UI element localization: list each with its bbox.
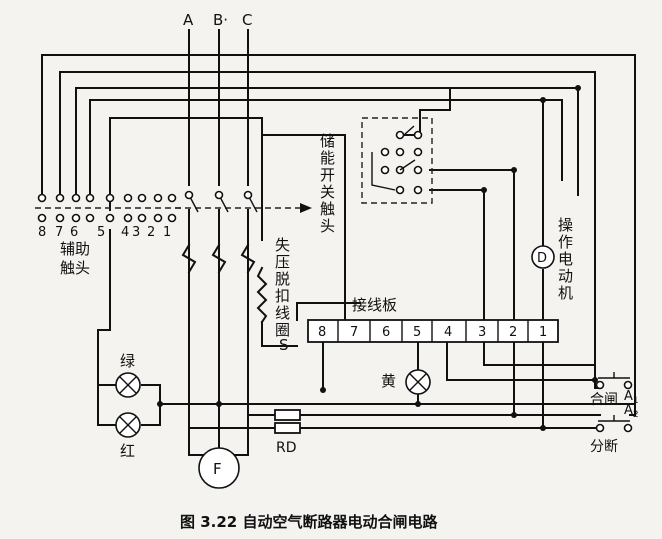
- motor-label: 操 作 电 动 机: [558, 216, 573, 302]
- lamp-green-label: 绿: [120, 352, 135, 370]
- motor-label-5: 机: [558, 284, 573, 302]
- aux-terminal-3: 3: [132, 225, 140, 240]
- control-wiring: [41, 54, 636, 431]
- operating-motor: D: [531, 245, 555, 269]
- lamp-red: 红: [115, 412, 141, 460]
- aux-terminal-6: 6: [70, 225, 78, 240]
- relay-label: F: [213, 460, 222, 478]
- lamp-yellow-label: 黄: [381, 372, 396, 390]
- phase-c-label: C: [242, 11, 252, 29]
- board-terminal-8: 8: [318, 325, 326, 340]
- motor-label-4: 动: [558, 267, 573, 285]
- undervoltage-coil: [256, 134, 298, 347]
- aux-terminal-5: 5: [97, 225, 105, 240]
- uv-label-5: 线: [275, 304, 290, 322]
- board-terminal-3: 3: [478, 325, 486, 340]
- lamp-red-label: 红: [120, 442, 135, 460]
- aux-terminal-numbers: 8 7 6 5 4 3 2 1: [38, 225, 171, 240]
- aux-terminal-4: 4: [121, 225, 129, 240]
- undervoltage-label: 失 压 脱 扣 线 圈 S: [275, 236, 290, 354]
- phase-labels: A B· C: [183, 11, 252, 29]
- uv-label-2: 压: [275, 253, 290, 271]
- close-button-tag: A1: [624, 389, 639, 406]
- aux-terminal-2: 2: [147, 225, 155, 240]
- motor-label-1: 操: [558, 216, 573, 234]
- main-contacts-link: [175, 194, 312, 213]
- figure-caption: 图 3.22 自动空气断路器电动合闸电路: [180, 513, 438, 531]
- motor-label-2: 作: [558, 233, 573, 251]
- uv-label-3: 脱: [275, 270, 290, 288]
- motor-label-3: 电: [558, 250, 573, 268]
- aux-terminal-1: 1: [163, 225, 171, 240]
- aux-terminal-8: 8: [38, 225, 46, 240]
- fuse-rd: RD: [274, 409, 301, 456]
- open-button-tag: A2: [624, 403, 639, 420]
- uv-label-1: 失: [275, 236, 290, 254]
- fuse-label: RD: [276, 440, 297, 456]
- main-phase-wires: [181, 29, 256, 441]
- storage-label-3: 开: [320, 166, 335, 184]
- aux-label-line1: 辅助: [60, 240, 90, 258]
- aux-contact-rail: [35, 190, 253, 223]
- storage-switch-label: 储 能 开 关 触 头: [320, 132, 335, 235]
- board-terminal-2: 2: [509, 325, 517, 340]
- aux-terminal-7: 7: [55, 225, 63, 240]
- terminal-board: 接线板 8 7 6 5 4 3 2 1: [307, 296, 559, 343]
- motor-symbol: D: [537, 251, 547, 266]
- open-button-label: 分断: [590, 439, 618, 455]
- storage-label-1: 储: [320, 132, 335, 150]
- phase-b-label: B·: [213, 11, 228, 29]
- close-button-label: 合闸: [590, 392, 618, 408]
- close-pushbutton: 合闸 A1: [590, 372, 639, 408]
- storage-switch-contacts: [361, 117, 433, 204]
- lamp-green: 绿: [115, 352, 141, 398]
- uv-label-6: 圈: [275, 321, 290, 339]
- storage-label-5: 触: [320, 200, 335, 218]
- coil-tag: S: [279, 336, 289, 354]
- board-terminal-6: 6: [382, 325, 390, 340]
- board-terminal-4: 4: [444, 325, 452, 340]
- board-terminal-5: 5: [413, 325, 421, 340]
- phase-a-label: A: [183, 11, 194, 29]
- open-pushbutton: 分断 A2: [590, 403, 639, 455]
- uv-label-4: 扣: [275, 287, 290, 305]
- storage-label-2: 能: [320, 149, 335, 167]
- board-terminal-7: 7: [350, 325, 358, 340]
- aux-label-line2: 触头: [60, 259, 90, 277]
- board-terminal-1: 1: [539, 325, 547, 340]
- lamp-yellow: 黄: [381, 369, 431, 395]
- terminal-board-label: 接线板: [352, 296, 397, 314]
- storage-label-6: 头: [320, 217, 335, 235]
- relay-f: F: [188, 419, 249, 489]
- aux-contacts-label: 辅助 触头: [60, 240, 90, 277]
- storage-label-4: 关: [320, 183, 335, 201]
